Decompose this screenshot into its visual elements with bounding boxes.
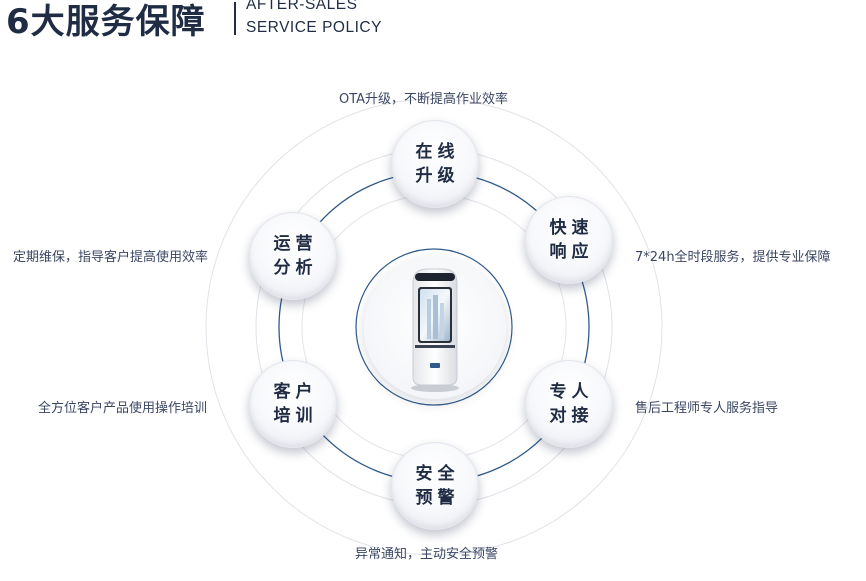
service-node-customer-training[interactable]: 客户 培训 [249,360,337,448]
service-label-line1: 专人 [549,382,594,402]
page-title: 6大服务保障 [6,2,206,42]
service-node-fast-response[interactable]: 快速 响应 [525,196,613,284]
service-label-line2: 对接 [549,406,594,426]
service-node-dedicated-contact[interactable]: 专人 对接 [525,360,613,448]
service-label-line2: 预警 [415,488,460,508]
service-desc-operation-analysis: 定期维保，指导客户提高使用效率 [13,250,209,265]
service-node-online-upgrade[interactable]: 在线 升级 [391,120,479,208]
service-node-operation-analysis[interactable]: 运营 分析 [249,212,337,300]
subtitle-line-2: SERVICE POLICY [246,19,382,36]
service-label-line2: 培训 [273,406,318,426]
service-desc-dedicated-contact: 售后工程师专人服务指导 [635,401,779,416]
service-label-line1: 在线 [415,142,460,162]
title-divider [234,2,236,35]
service-label-line2: 响应 [549,242,594,262]
service-label-line1: 安全 [415,464,460,484]
outer-ring [205,98,663,556]
service-label-line2: 升级 [415,166,460,186]
robot-illustration [411,268,459,392]
service-label-line1: 运营 [273,234,318,254]
service-label-line1: 快速 [549,218,594,238]
service-label-line2: 分析 [273,258,318,278]
service-desc-fast-response: 7*24h全时段服务，提供专业保障 [635,250,831,265]
service-desc-customer-training: 全方位客户产品使用操作培训 [38,401,208,416]
service-node-safety-alert[interactable]: 安全 预警 [391,442,479,530]
service-desc-safety-alert: 异常通知，主动安全预警 [355,547,499,562]
subtitle-line-1: AFTER-SALES [246,0,358,13]
service-desc-online-upgrade: OTA升级，不断提高作业效率 [339,92,509,107]
center-ring [355,248,513,406]
service-label-line1: 客户 [273,382,318,402]
